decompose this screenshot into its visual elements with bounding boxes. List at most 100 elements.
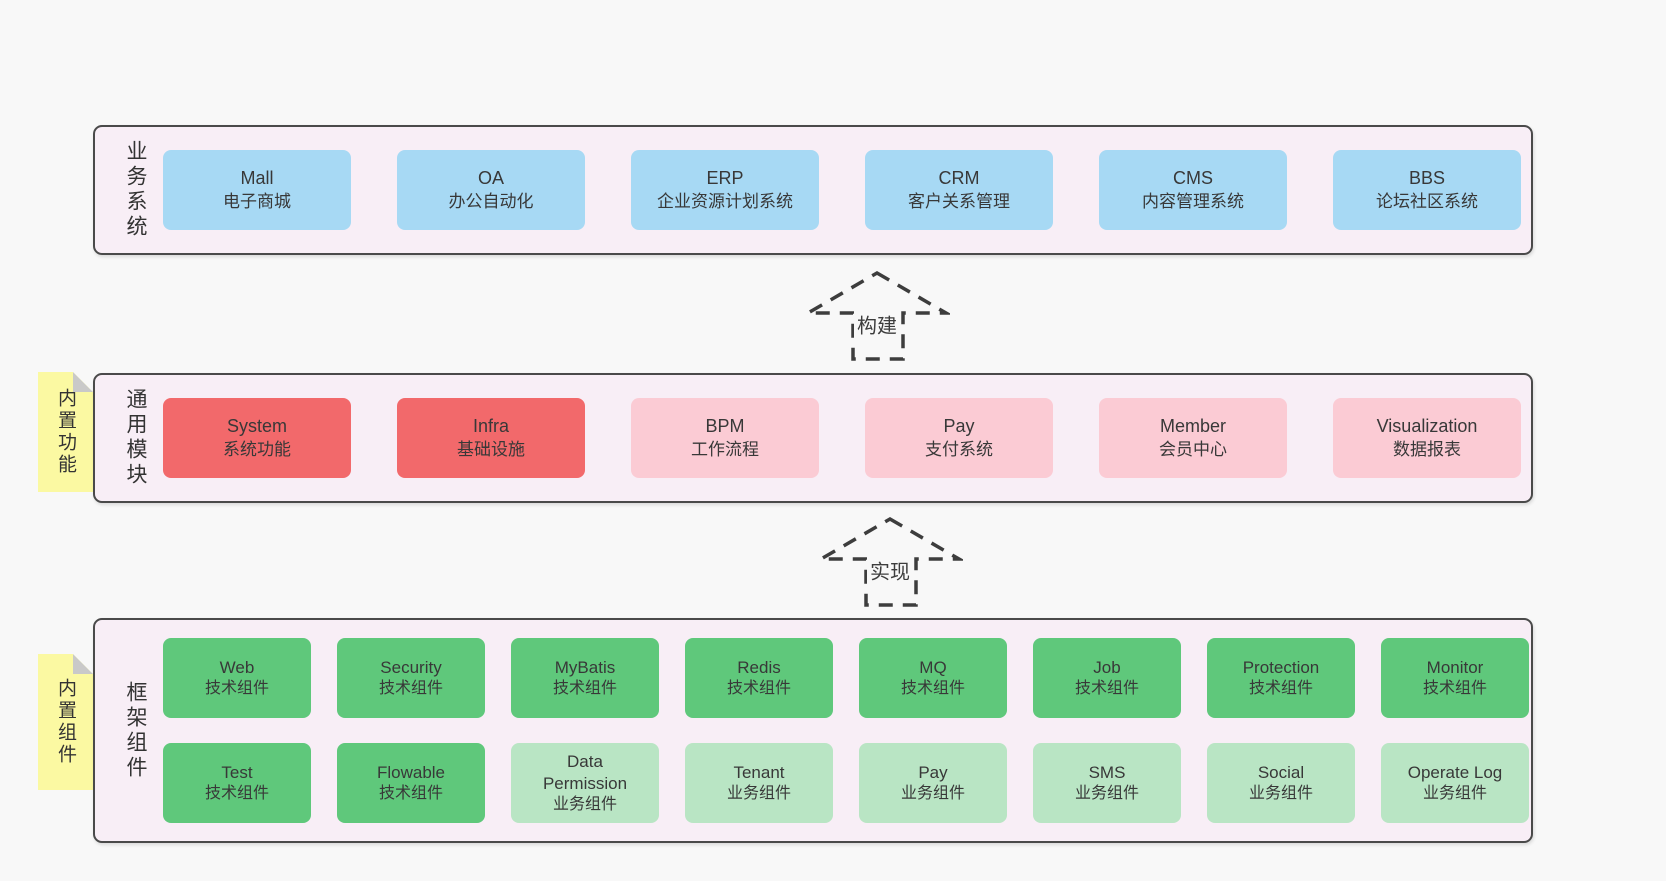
layer-common-modules: 通用模块 System 系统功能 Infra 基础设施 BPM 工作流程 Pay… xyxy=(93,373,1533,503)
box-title: Social xyxy=(1257,762,1305,782)
box-title: Job xyxy=(1093,657,1121,677)
box-monitor: Monitor 技术组件 xyxy=(1381,638,1529,718)
build-arrow-label: 构建 xyxy=(854,308,900,340)
box-title: Infra xyxy=(472,416,510,437)
box-title: BPM xyxy=(705,416,745,437)
box-title: MyBatis xyxy=(554,657,616,677)
box-title: Redis xyxy=(737,657,781,677)
box-system: System 系统功能 xyxy=(163,398,351,478)
box-subtitle: 业务组件 xyxy=(1422,784,1487,802)
framework-components-rows: Web 技术组件 Security 技术组件 MyBatis 技术组件 Redi… xyxy=(163,638,1529,823)
box-subtitle: 内容管理系统 xyxy=(1142,191,1244,211)
layer-framework-components: 框架组件 Web 技术组件 Security 技术组件 MyBatis 技术组件… xyxy=(93,618,1533,843)
box-title: MQ xyxy=(919,657,947,677)
box-visualization: Visualization 数据报表 xyxy=(1333,398,1521,478)
layer-label-business-systems: 业务系统 xyxy=(124,140,147,240)
box-subtitle: 业务组件 xyxy=(552,795,617,813)
box-subtitle: 技术组件 xyxy=(378,784,443,802)
box-subtitle: 技术组件 xyxy=(900,679,965,697)
up-arrow-icon xyxy=(817,516,963,607)
box-title: CMS xyxy=(1173,168,1213,189)
common-modules-box-row: System 系统功能 Infra 基础设施 BPM 工作流程 Pay 支付系统… xyxy=(163,398,1521,478)
box-subtitle: 技术组件 xyxy=(1422,679,1487,697)
box-subtitle: 办公自动化 xyxy=(448,191,534,211)
framework-components-row-1: Web 技术组件 Security 技术组件 MyBatis 技术组件 Redi… xyxy=(163,638,1529,718)
box-bpm: BPM 工作流程 xyxy=(631,398,819,478)
box-title: Protection xyxy=(1242,657,1320,677)
box-subtitle: 论坛社区系统 xyxy=(1376,191,1478,211)
box-subtitle: 技术组件 xyxy=(1248,679,1313,697)
box-mall: Mall 电子商城 xyxy=(163,150,351,230)
box-subtitle: 电子商城 xyxy=(223,191,291,211)
box-title: Security xyxy=(380,657,442,677)
sticky-note-text: 内置组件 xyxy=(55,678,76,766)
box-cms: CMS 内容管理系统 xyxy=(1099,150,1287,230)
box-web: Web 技术组件 xyxy=(163,638,311,718)
box-pay-component: Pay 业务组件 xyxy=(859,743,1007,823)
box-member: Member 会员中心 xyxy=(1099,398,1287,478)
box-title: Pay xyxy=(918,762,948,782)
box-subtitle: 技术组件 xyxy=(552,679,617,697)
box-title: BBS xyxy=(1408,168,1446,189)
box-subtitle: 系统功能 xyxy=(223,439,291,459)
box-infra: Infra 基础设施 xyxy=(397,398,585,478)
box-subtitle: 数据报表 xyxy=(1393,439,1461,459)
box-title: Member xyxy=(1159,416,1226,437)
box-title: Visualization xyxy=(1376,416,1478,437)
box-operate-log: Operate Log 业务组件 xyxy=(1381,743,1529,823)
box-title: CRM xyxy=(938,168,980,189)
box-title: OA xyxy=(477,168,504,189)
box-social: Social 业务组件 xyxy=(1207,743,1355,823)
box-crm: CRM 客户关系管理 xyxy=(865,150,1053,230)
box-subtitle: 支付系统 xyxy=(925,439,993,459)
box-title: Pay xyxy=(943,416,975,437)
box-subtitle: 业务组件 xyxy=(726,784,791,802)
implement-arrow: 实现 xyxy=(817,516,963,608)
box-subtitle: 工作流程 xyxy=(691,439,759,459)
box-security: Security 技术组件 xyxy=(337,638,485,718)
folded-corner-icon xyxy=(73,654,93,674)
sticky-note-text: 内置功能 xyxy=(55,388,76,476)
box-subtitle: 技术组件 xyxy=(204,679,269,697)
box-subtitle: 业务组件 xyxy=(900,784,965,802)
sticky-note-built-in-components: 内置组件 xyxy=(38,654,93,790)
box-title: Operate Log xyxy=(1407,762,1503,782)
box-subtitle: 业务组件 xyxy=(1248,784,1313,802)
layer-label-common-modules: 通用模块 xyxy=(124,388,147,488)
box-mq: MQ 技术组件 xyxy=(859,638,1007,718)
box-bbs: BBS 论坛社区系统 xyxy=(1333,150,1521,230)
box-title: Monitor xyxy=(1426,657,1484,677)
box-title: Mall xyxy=(240,168,274,189)
box-subtitle: 基础设施 xyxy=(457,439,525,459)
box-subtitle: 企业资源计划系统 xyxy=(657,191,793,211)
sticky-note-built-in-features: 内置功能 xyxy=(38,372,93,492)
box-oa: OA 办公自动化 xyxy=(397,150,585,230)
box-flowable: Flowable 技术组件 xyxy=(337,743,485,823)
box-title: SMS xyxy=(1088,762,1126,782)
box-pay-module: Pay 支付系统 xyxy=(865,398,1053,478)
box-subtitle: 技术组件 xyxy=(378,679,443,697)
implement-arrow-label: 实现 xyxy=(867,554,913,586)
box-mybatis: MyBatis 技术组件 xyxy=(511,638,659,718)
box-tenant: Tenant 业务组件 xyxy=(685,743,833,823)
box-redis: Redis 技术组件 xyxy=(685,638,833,718)
box-title: Data Permission xyxy=(542,751,628,793)
box-sms: SMS 业务组件 xyxy=(1033,743,1181,823)
box-subtitle: 会员中心 xyxy=(1159,439,1227,459)
box-test: Test 技术组件 xyxy=(163,743,311,823)
box-job: Job 技术组件 xyxy=(1033,638,1181,718)
up-arrow-icon xyxy=(804,270,950,361)
box-title: Web xyxy=(219,657,255,677)
build-arrow: 构建 xyxy=(804,270,950,362)
box-title: Tenant xyxy=(733,762,785,782)
business-systems-box-row: Mall 电子商城 OA 办公自动化 ERP 企业资源计划系统 CRM 客户关系… xyxy=(163,150,1521,230)
box-subtitle: 客户关系管理 xyxy=(908,191,1010,211)
box-title: Flowable xyxy=(376,762,446,782)
layer-label-framework-components: 框架组件 xyxy=(124,680,147,781)
folded-corner-icon xyxy=(73,372,93,392)
box-erp: ERP 企业资源计划系统 xyxy=(631,150,819,230)
box-title: System xyxy=(226,416,287,437)
box-data-permission: Data Permission 业务组件 xyxy=(511,743,659,823)
box-title: ERP xyxy=(706,168,744,189)
box-subtitle: 技术组件 xyxy=(204,784,269,802)
